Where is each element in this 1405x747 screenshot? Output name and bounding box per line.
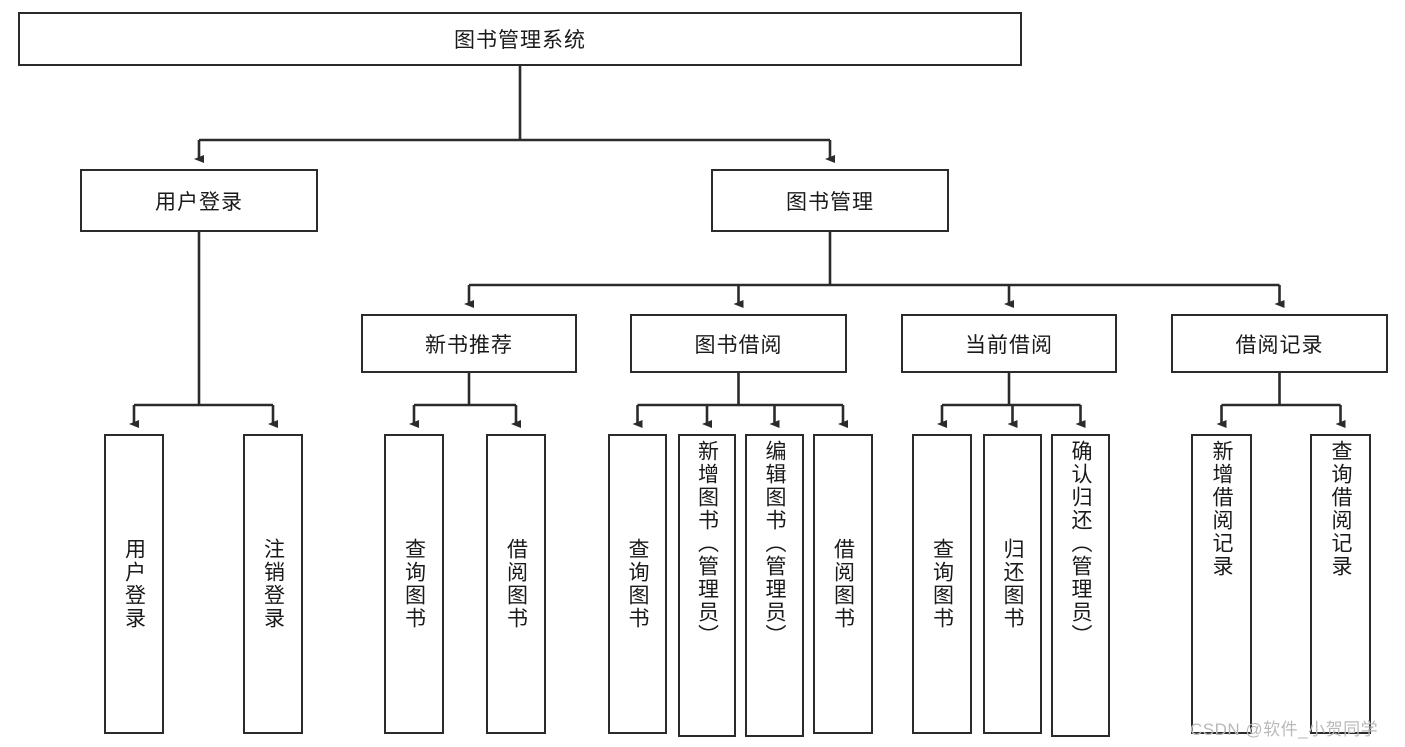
node-borrow-record[interactable]: 借阅记录 bbox=[1171, 314, 1388, 373]
node-label: 新增图书（管理员） bbox=[695, 440, 719, 647]
node-label: 借阅图书 bbox=[504, 538, 528, 630]
node-label: 借阅记录 bbox=[1235, 333, 1324, 357]
node-user-login[interactable]: 用户登录 bbox=[80, 169, 318, 232]
node-label: 编辑图书（管理员） bbox=[763, 440, 786, 647]
node-book-manage[interactable]: 图书管理 bbox=[711, 169, 949, 232]
node-leaf-logout[interactable]: 注销登录 bbox=[243, 434, 303, 734]
node-label: 新书推荐 bbox=[425, 333, 513, 357]
node-label: 用户登录 bbox=[155, 190, 243, 214]
node-leaf-query-record[interactable]: 查询借阅记录 bbox=[1310, 434, 1371, 734]
node-leaf-borrow-book-1[interactable]: 借阅图书 bbox=[486, 434, 546, 734]
node-leaf-return-book[interactable]: 归还图书 bbox=[983, 434, 1042, 734]
node-leaf-query-book-3[interactable]: 查询图书 bbox=[912, 434, 972, 734]
node-label: 查询图书 bbox=[930, 538, 954, 630]
node-root[interactable]: 图书管理系统 bbox=[18, 12, 1022, 66]
csdn-watermark: CSDN @软件_小贺同学 bbox=[1190, 720, 1379, 739]
node-label: 查询借阅记录 bbox=[1329, 440, 1352, 578]
node-label: 图书管理系统 bbox=[454, 29, 586, 52]
node-label: 查询图书 bbox=[626, 538, 649, 630]
node-label: 归还图书 bbox=[1001, 538, 1024, 630]
node-leaf-user-login[interactable]: 用户登录 bbox=[104, 434, 164, 734]
node-leaf-borrow-book-2[interactable]: 借阅图书 bbox=[813, 434, 873, 734]
node-leaf-confirm-return[interactable]: 确认归还（管理员） bbox=[1051, 434, 1110, 737]
node-leaf-edit-book[interactable]: 编辑图书（管理员） bbox=[745, 434, 804, 737]
node-leaf-add-record[interactable]: 新增借阅记录 bbox=[1191, 434, 1252, 734]
node-label: 图书管理 bbox=[786, 190, 874, 214]
node-leaf-add-book[interactable]: 新增图书（管理员） bbox=[678, 434, 736, 737]
node-label: 当前借阅 bbox=[965, 333, 1053, 357]
node-leaf-query-book-2[interactable]: 查询图书 bbox=[608, 434, 667, 734]
node-label: 图书借阅 bbox=[694, 333, 783, 357]
node-label: 确认归还（管理员） bbox=[1069, 440, 1092, 647]
node-new-book-recommend[interactable]: 新书推荐 bbox=[361, 314, 577, 373]
node-current-borrow[interactable]: 当前借阅 bbox=[901, 314, 1117, 373]
node-label: 查询图书 bbox=[402, 538, 426, 630]
node-leaf-query-book-1[interactable]: 查询图书 bbox=[384, 434, 444, 734]
node-label: 借阅图书 bbox=[831, 538, 855, 630]
node-label: 新增借阅记录 bbox=[1210, 440, 1233, 578]
node-label: 用户登录 bbox=[122, 538, 146, 630]
node-label: 注销登录 bbox=[261, 538, 285, 630]
node-book-borrow[interactable]: 图书借阅 bbox=[630, 314, 847, 373]
